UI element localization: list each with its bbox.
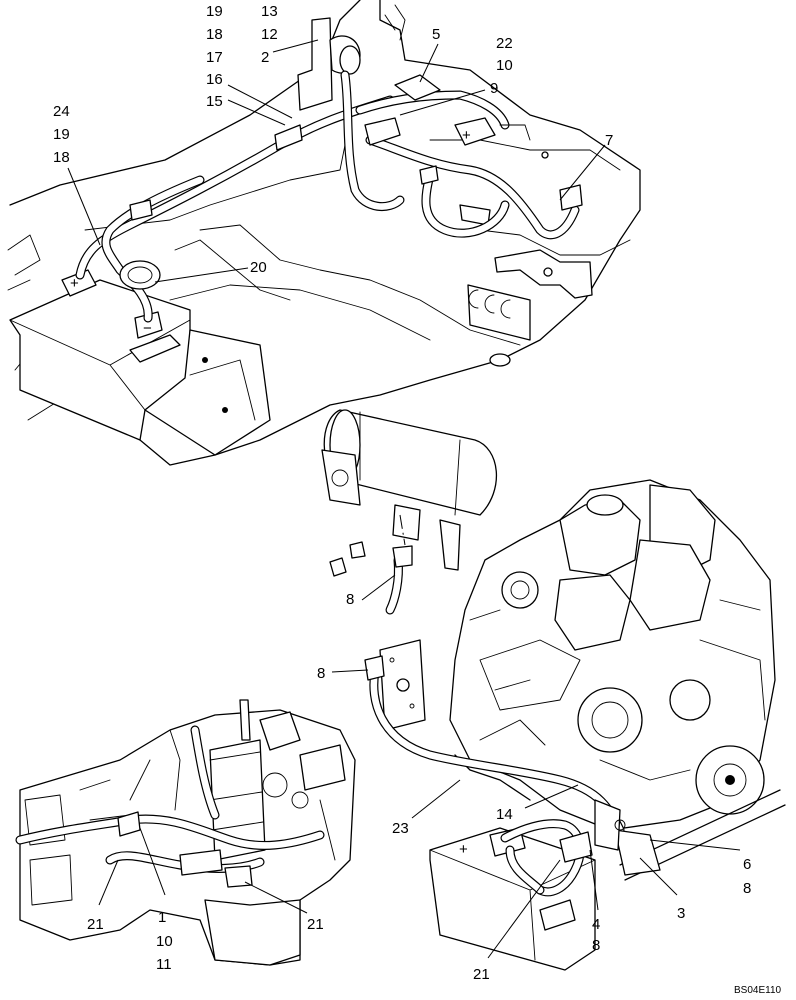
- drawing-code: BS04E110: [734, 985, 782, 996]
- callout-13: 13: [261, 3, 278, 20]
- callout-23: 23: [392, 820, 409, 837]
- callout-22: 22: [496, 35, 513, 52]
- leader-lines: [67, 39, 741, 959]
- callout-9: 9: [490, 80, 498, 97]
- callout-12: 12: [261, 26, 278, 43]
- callout-16: 16: [206, 71, 223, 88]
- positive-terminal-mark: +: [70, 275, 79, 292]
- callout-6: 6: [743, 856, 751, 873]
- callout-8: 8: [346, 591, 354, 608]
- callout-14: 14: [496, 806, 513, 823]
- callout-3: 3: [677, 905, 685, 922]
- negative-terminal-mark: −: [143, 320, 152, 337]
- callout-5: 5: [432, 26, 440, 43]
- callout-11: 11: [156, 956, 172, 973]
- chassis-view: + − +: [7, 0, 641, 466]
- callout-10: 10: [156, 933, 173, 950]
- callout-17: 17: [206, 49, 223, 66]
- callout-7: 7: [605, 132, 613, 149]
- callout-19: 19: [53, 126, 70, 143]
- callout-19: 19: [206, 3, 223, 20]
- callout-8: 8: [592, 937, 600, 954]
- callout-8: 8: [317, 665, 325, 682]
- callout-18: 18: [206, 26, 223, 43]
- callout-8: 8: [743, 880, 751, 897]
- callout-18: 18: [53, 149, 70, 166]
- engine-view: +: [364, 479, 786, 971]
- callout-24: 24: [53, 103, 70, 120]
- starter-motor-view: [321, 409, 498, 615]
- engine-side-view: [15, 699, 356, 966]
- callout-numbers: 19 18 17 16 15 13 12 2 5 22 10 9 7 24 19…: [53, 3, 751, 983]
- callout-4: 4: [592, 916, 600, 933]
- callout-20: 20: [250, 259, 267, 276]
- positive-cable-mark: +: [462, 127, 471, 144]
- callout-21: 21: [87, 916, 104, 933]
- callout-15: 15: [206, 93, 223, 110]
- callout-2: 2: [261, 49, 269, 66]
- callout-21: 21: [307, 916, 324, 933]
- callout-1: 1: [158, 909, 166, 926]
- callout-10: 10: [496, 57, 513, 74]
- callout-21: 21: [473, 966, 490, 983]
- positive-terminal-mark-lower: +: [459, 841, 468, 858]
